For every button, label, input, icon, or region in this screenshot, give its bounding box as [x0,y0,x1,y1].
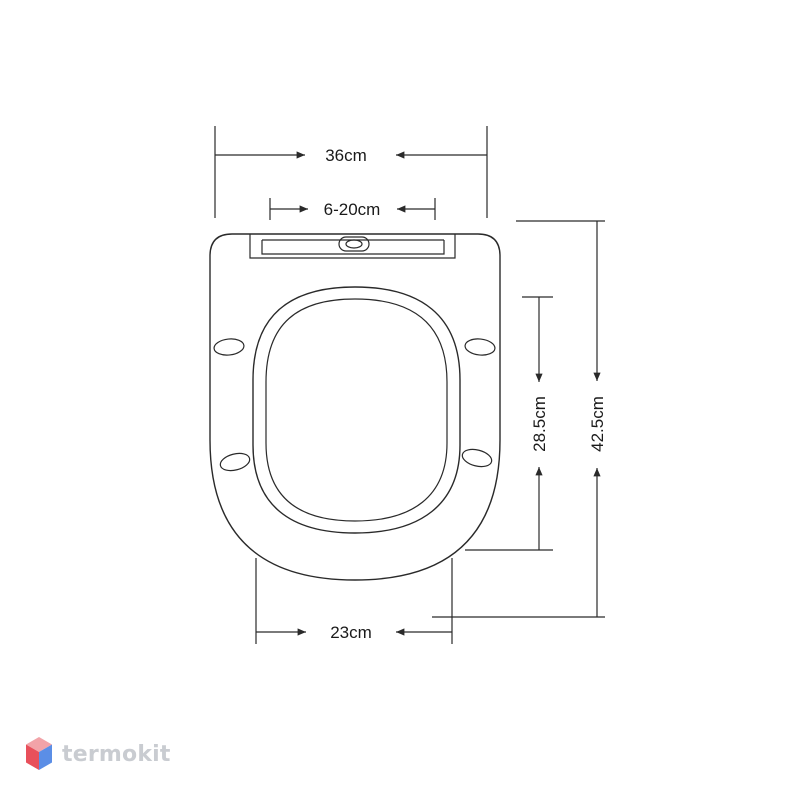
dimension-inner-length: 28.5cm [465,296,553,551]
hinge-bar [249,234,456,259]
label-overall-width: 36cm [325,146,367,165]
seat-opening [252,286,461,534]
dimension-overall-width: 36cm [214,126,488,218]
dimension-hinge-spacing: 6-20cm [269,198,436,220]
termokit-logo: termokit [24,736,171,772]
logo-text: termokit [62,741,171,767]
label-overall-length: 42.5cm [588,396,607,452]
label-hinge-spacing: 6-20cm [324,200,381,219]
logo-cube-icon [26,737,52,770]
bumper-pads [213,338,496,472]
label-front-width: 23cm [330,623,372,642]
dimension-front-width: 23cm [255,558,453,644]
dimension-overall-length: 42.5cm [432,220,607,618]
label-inner-length: 28.5cm [530,396,549,452]
seat-outline [209,233,501,581]
